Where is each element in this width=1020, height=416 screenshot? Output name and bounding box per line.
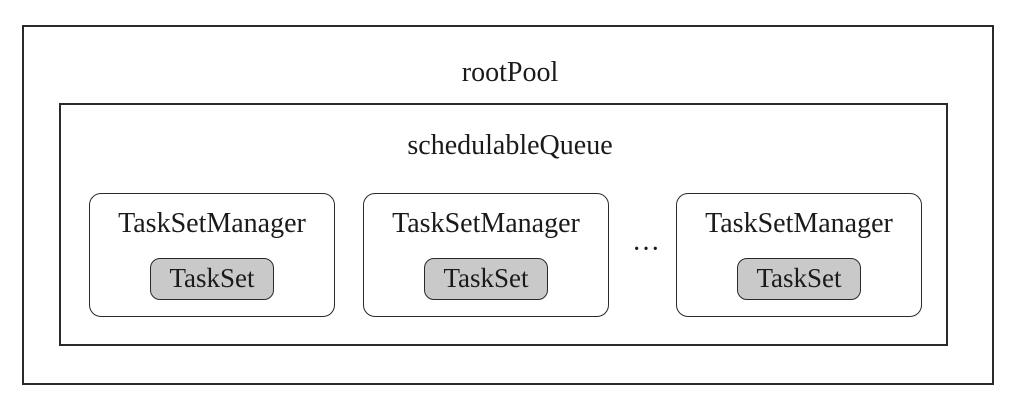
ellipsis: ···	[632, 234, 660, 265]
task-set-manager-label: TaskSetManager	[392, 208, 580, 239]
task-set-manager-3: TaskSetManager TaskSet	[676, 193, 922, 317]
task-set-manager-2: TaskSetManager TaskSet	[363, 193, 609, 317]
task-set-box: TaskSet	[150, 258, 274, 300]
task-set-manager-1: TaskSetManager TaskSet	[89, 193, 335, 317]
root-pool-label: rootPool	[461, 57, 559, 88]
task-set-manager-label: TaskSetManager	[705, 208, 893, 239]
schedulable-queue-label: schedulableQueue	[407, 130, 613, 161]
task-set-box: TaskSet	[424, 258, 548, 300]
task-set-manager-label: TaskSetManager	[118, 208, 306, 239]
task-set-box: TaskSet	[737, 258, 861, 300]
